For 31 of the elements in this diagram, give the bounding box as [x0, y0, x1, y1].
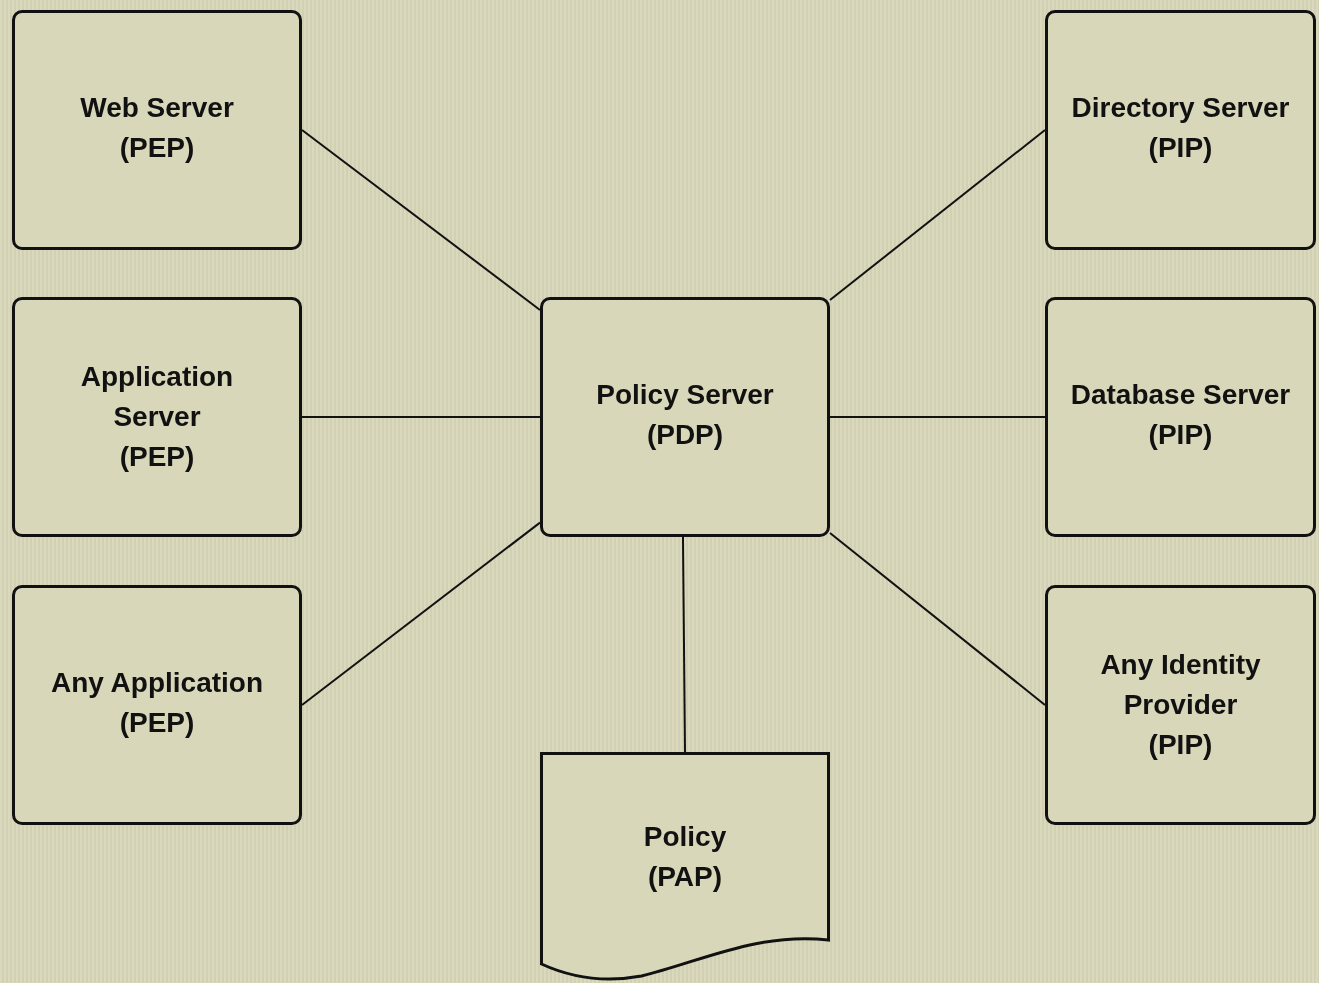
- server-box: [12, 585, 302, 825]
- node-label: (PIP): [1148, 131, 1213, 165]
- node-label: (PEP): [119, 131, 195, 165]
- connector-line: [301, 521, 541, 706]
- node-label: (PEP): [119, 706, 195, 740]
- node-label: (PAP): [647, 860, 723, 894]
- node-label: Web Server: [80, 91, 234, 125]
- connector-line: [301, 416, 541, 418]
- node-label: Any Application: [50, 666, 264, 700]
- document-shape: [540, 752, 830, 982]
- connector-line: [301, 129, 541, 311]
- node-label: (PDP): [646, 418, 724, 452]
- node-label: Policy: [643, 820, 727, 854]
- node-label: Policy Server: [596, 378, 774, 412]
- server-box: [12, 10, 302, 250]
- connector-line: [829, 129, 1046, 301]
- node-label: (PIP): [1148, 418, 1213, 452]
- node-label: Database Server: [1070, 378, 1291, 412]
- connector-line: [681, 536, 686, 753]
- connector-line: [829, 416, 1046, 418]
- node-label: (PEP): [119, 440, 195, 474]
- server-box: [1045, 585, 1316, 825]
- server-box: [540, 297, 830, 537]
- connector-line: [829, 531, 1046, 706]
- node-label: Directory Server: [1071, 91, 1290, 125]
- server-box: [1045, 10, 1316, 250]
- node-label: Any Identity Provider: [1099, 648, 1262, 722]
- server-box: [1045, 297, 1316, 537]
- node-label: (PIP): [1148, 728, 1213, 762]
- node-label: Application Server: [79, 360, 235, 434]
- server-box: [12, 297, 302, 537]
